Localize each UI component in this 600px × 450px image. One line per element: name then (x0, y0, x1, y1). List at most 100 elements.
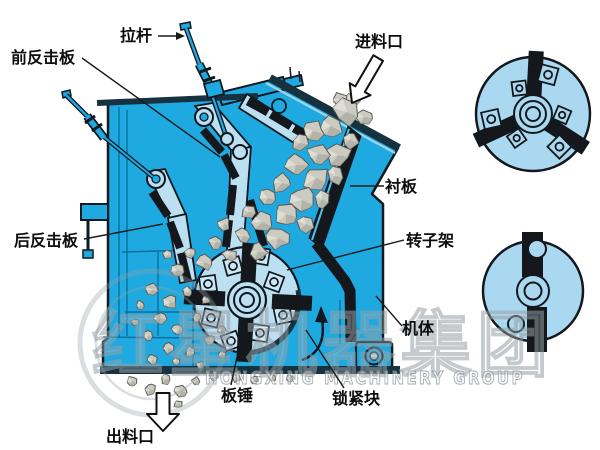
rear-plate-liner (148, 189, 192, 282)
rock-facet (300, 200, 314, 212)
rotor-cross-section-two-hammer (481, 232, 585, 352)
rear-impact-plate (145, 167, 198, 285)
rock-highlight (217, 326, 222, 332)
watermark-en-text: HONGXING MACHINERY GROUP (205, 368, 525, 389)
rock-facet (173, 362, 180, 366)
leader-front-impact-plate (81, 57, 221, 158)
leader-machine-body (375, 295, 403, 327)
rock-facet (222, 224, 229, 231)
rock-facet (330, 176, 343, 185)
rock-facet (360, 117, 373, 124)
rock-highlight (315, 190, 322, 199)
rock-highlight (175, 401, 178, 404)
rock-facet (129, 381, 137, 386)
rock-highlight (145, 285, 152, 290)
rock-facet (274, 238, 290, 250)
rock-highlight (172, 357, 176, 362)
rotation-arrow-icon (301, 306, 328, 362)
rock-facet (162, 379, 170, 385)
rock-facet (166, 348, 174, 355)
rock-highlight (202, 296, 206, 300)
rock-highlight (161, 373, 166, 379)
rock-facet (174, 404, 182, 408)
rock-highlight (196, 260, 204, 265)
rock-highlight (293, 134, 300, 143)
rock-highlight (209, 373, 214, 377)
rock-facet (289, 379, 294, 383)
rock-facet (226, 255, 236, 261)
lid-pin (289, 66, 292, 80)
annotations: 拉杆 前反击板 进料口 衬板 转子架 机体 后反击板 板锤 锁紧块 出料口 (11, 26, 454, 446)
label-pull-rod: 拉杆 (120, 26, 152, 45)
lock-angle-liner (311, 239, 357, 343)
rock-facet (186, 352, 195, 357)
rock-facet (168, 302, 176, 308)
rock-highlight (259, 190, 268, 199)
leader-rear-impact-plate (83, 223, 164, 240)
label-lock-block: 锁紧块 (332, 389, 381, 408)
rock-facet (157, 318, 167, 325)
label-feed-inlet: 进料口 (355, 32, 403, 51)
rock-facet (207, 340, 215, 346)
label-front-impact-plate: 前反击板 (11, 48, 76, 67)
rock-facet (184, 292, 192, 297)
rock-highlight (218, 353, 222, 357)
rock-facet (147, 390, 155, 396)
leader-plate-hammer (230, 356, 238, 386)
rock-facet (151, 360, 157, 365)
rock-highlight (250, 216, 262, 224)
rock-highlight (171, 266, 177, 272)
rock-highlight (344, 93, 352, 101)
rock-facet (202, 300, 210, 304)
rock-highlight (208, 238, 216, 242)
rock-highlight (235, 231, 243, 236)
feed-arrow-icon (348, 54, 384, 104)
rock-facet (314, 154, 331, 165)
rock-highlight (333, 98, 340, 102)
rock-highlight (266, 234, 278, 241)
rock-facet (234, 377, 241, 383)
leader-rotor-frame (286, 239, 405, 271)
hammer-bottom (527, 307, 547, 352)
rock-facet (300, 224, 314, 234)
rock-highlight (222, 250, 230, 255)
rock-highlight (286, 375, 290, 380)
rock-facet (252, 380, 258, 384)
lid-pin (298, 70, 301, 83)
rock-facet (285, 214, 297, 225)
rock-facet (269, 378, 276, 381)
label-machine-body: 机体 (402, 319, 435, 338)
rock-facet (203, 262, 212, 271)
left-bracket (80, 203, 109, 221)
rock-highlight (343, 133, 350, 140)
rock-highlight (284, 159, 296, 168)
rock-highlight (276, 209, 286, 223)
rock-highlight (250, 378, 254, 382)
label-liner-plate: 衬板 (385, 177, 418, 196)
rock-facet (254, 252, 269, 260)
rock-highlight (273, 178, 282, 183)
rock-highlight (304, 127, 313, 137)
rock-highlight (145, 388, 150, 392)
rock-facet (293, 165, 310, 175)
rock-highlight (289, 194, 302, 203)
rock-highlight (174, 386, 181, 392)
rock-facet (198, 365, 204, 369)
watermark: 红星机器集团 HONGXING MACHINERY GROUP (77, 268, 549, 418)
rock-highlight (296, 216, 306, 224)
rock-highlight (193, 312, 197, 318)
pull-rod-top (179, 21, 234, 146)
rock-highlight (196, 363, 200, 365)
discharge-arrow-icon (146, 392, 180, 432)
rock-highlight (250, 250, 258, 255)
rock-facet (317, 199, 329, 209)
rock-facet (194, 318, 201, 323)
rock-facet (242, 212, 256, 218)
rock-highlight (303, 173, 316, 187)
rock-highlight (327, 166, 335, 176)
rock-facet (338, 112, 358, 127)
pull-rod-left (61, 89, 155, 179)
rock-facet (264, 198, 276, 205)
rock-facet (133, 322, 140, 326)
